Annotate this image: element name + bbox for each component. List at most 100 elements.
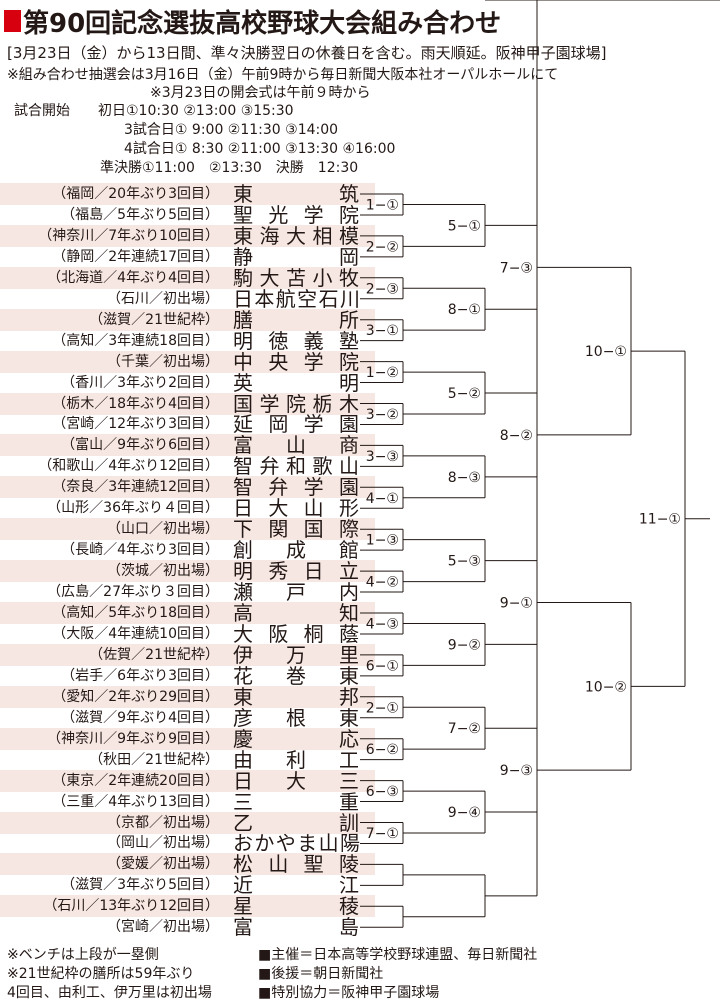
match-label: 4−② [366,575,399,591]
team-school: 瀬戸内 [233,580,359,605]
match-label: 4−③ [366,616,399,632]
team-row: （神奈川／7年ぶり10回目） 東海大相模 [0,223,375,248]
team-origin: （京都／初出場） [107,814,219,831]
red-square-icon [4,10,21,32]
match-label: 11−① [639,512,681,528]
team-row: （福島／5年ぶり5回目） 聖光学院 [0,204,375,226]
team-school: 東海大相模 [233,223,359,248]
team-school: 膳所 [233,307,359,332]
team-row: （千葉／初出場）中央学院 [0,349,375,374]
team-row: （栃木／18年ぶり4回目） 国学院栃木 [0,391,375,416]
team-row: （愛知／2年ぶり29回目） 東邦 [0,684,375,709]
match-label: 3−③ [366,449,399,465]
team-school: 明徳義塾 [233,328,359,353]
team-school: 日本航空石川 [233,286,360,311]
team-origin: （愛知／2年ぶり29回目） [52,688,219,705]
team-origin: （宮崎／初出場） [107,919,219,936]
team-row: （宮崎／12年ぶり3回目） 延岡学園 [0,413,375,435]
team-school: 星稜 [233,894,359,919]
team-school: 伊万里 [233,642,359,667]
team-school: 智弁和歌山 [233,454,359,479]
team-origin: （宮崎／12年ぶり3回目） [52,416,219,433]
team-origin: （富山／9年ぶり6回目） [61,437,219,454]
match-label: 6−① [366,658,399,674]
team-school: 大阪桐蔭 [233,621,359,646]
match-label: 9−④ [448,805,481,821]
team-school: 中央学院 [233,349,359,374]
schedule-four-games: 4試合日① 8:30 ②11:00 ③13:30 ④16:00 [124,141,396,157]
match-label: 7−③ [500,260,533,276]
team-origin: （石川／初出場） [107,290,219,307]
footer-note-bench: ※ベンチは上段が一塁側 [7,947,159,963]
team-origin: （滋賀／21世紀枠） [89,311,219,328]
team-school: 日大山形 [233,496,359,521]
team-origin: （石川／13年ぶり12回目） [43,898,219,915]
team-row: （神奈川／9年ぶり9回目）慶応 [0,726,375,751]
team-row: （福岡／20年ぶり3回目）東筑 [0,183,375,205]
team-origin: （北海道／4年ぶり4回目） [47,269,219,286]
subtitle: [3月23日（金）から13日間、準々決勝翌日の休養日を含む。雨天順延。阪神甲子園… [7,44,607,62]
match-label: 1−① [366,197,399,213]
team-school: 東邦 [233,684,359,709]
match-label: 5−③ [448,554,481,570]
team-origin: （三重／4年ぶり13回目） [52,793,219,810]
match-label: 3−② [366,407,399,423]
footer-note-firsttime: 4回目、由利工、伊万里は初出場 [7,985,212,1001]
team-origin: （広島／27年ぶり３回目） [47,584,219,601]
team-row: （岩手／6年ぶり3回目）花巻東 [0,665,375,687]
team-row: （富山／9年ぶり6回目）富山商 [0,434,375,457]
team-school: 慶応 [233,726,359,751]
team-row: （奈良／3年連続12回目） 智弁学園 [0,475,375,500]
team-origin: （神奈川／7年ぶり10回目） [38,227,219,244]
match-label: 9−③ [500,763,533,779]
team-school: 英明 [233,370,359,395]
team-school: 東筑 [233,182,359,206]
team-row: （京都／初出場） 乙訓 [0,810,375,835]
team-origin: （東京／2年連続20回目） [52,772,219,789]
team-row: （山口／初出場）下関国際 [0,518,375,541]
team-school: 日大三 [233,768,359,793]
footer-cooperation: ■特別協力＝阪神甲子園球場 [258,985,440,1001]
team-origin: （茨城／初出場） [107,563,219,580]
team-school: 国学院栃木 [233,391,359,416]
team-school: 乙訓 [233,810,359,835]
team-row: （静岡／2年連続17回目）静岡 [0,246,375,268]
team-origin: （和歌山／4年ぶり12回目） [38,458,219,475]
match-label: 7−② [448,721,481,737]
title-block: 第90回記念選抜高校野球大会組み合わせ [4,4,501,39]
note-draw: ※組み合わせ抽選会は3月16日（金）午前9時から毎日新聞大阪本社オーパルホールに… [7,67,559,83]
match-label: 10−② [585,679,627,695]
team-school: 三重 [233,789,359,814]
team-school: 延岡学園 [233,412,359,437]
team-row: （和歌山／4年ぶり12回目） 智弁和歌山 [0,455,375,477]
match-label: 2−② [366,239,399,255]
match-label: 8−① [448,302,481,318]
team-origin: （栃木／18年ぶり4回目） [52,395,219,412]
team-row: （大阪／4年連続10回目）大阪桐蔭 [0,623,375,645]
schedule-semifinal-final: 準決勝①11:00 ②13:30 決勝 12:30 [100,160,359,176]
match-label: 9−② [448,637,481,653]
team-school: 松山聖陵 [233,852,359,877]
team-origin: （福島／5年ぶり5回目） [61,206,219,223]
team-row: （佐賀／21世紀枠） 伊万里 [0,642,375,667]
team-origin: （岩手／6年ぶり3回目） [61,667,219,684]
match-label: 5−② [448,386,481,402]
team-origin: （山口／初出場） [107,521,219,538]
team-row: （岡山／初出場）おかやま山陽 [0,832,375,854]
team-row: （高知／3年連続18回目）明徳義塾 [0,330,375,352]
team-school: 高知 [233,601,359,625]
footer-sponsor: ■後援＝朝日新聞社 [258,966,384,982]
team-row: （東京／2年連続20回目） 日大三 [0,768,375,793]
match-label: 11−② [639,0,681,4]
team-origin: （佐賀／21世紀枠） [89,646,219,663]
team-school: 智弁学園 [233,475,359,500]
team-row: （石川／初出場） 日本航空石川 [0,288,375,310]
team-school: 富島 [233,915,359,940]
team-school: 由利工 [233,747,359,772]
team-row: （北海道／4年ぶり4回目）駒大苫小牧 [0,266,375,289]
team-origin: （香川／3年ぶり2回目） [61,374,219,391]
team-school: 聖光学院 [233,202,359,227]
team-origin: （奈良／3年連続12回目） [52,479,219,496]
team-school: おかやま山陽 [233,831,360,856]
team-row: （長崎／4年ぶり3回目）創成館 [0,539,375,561]
